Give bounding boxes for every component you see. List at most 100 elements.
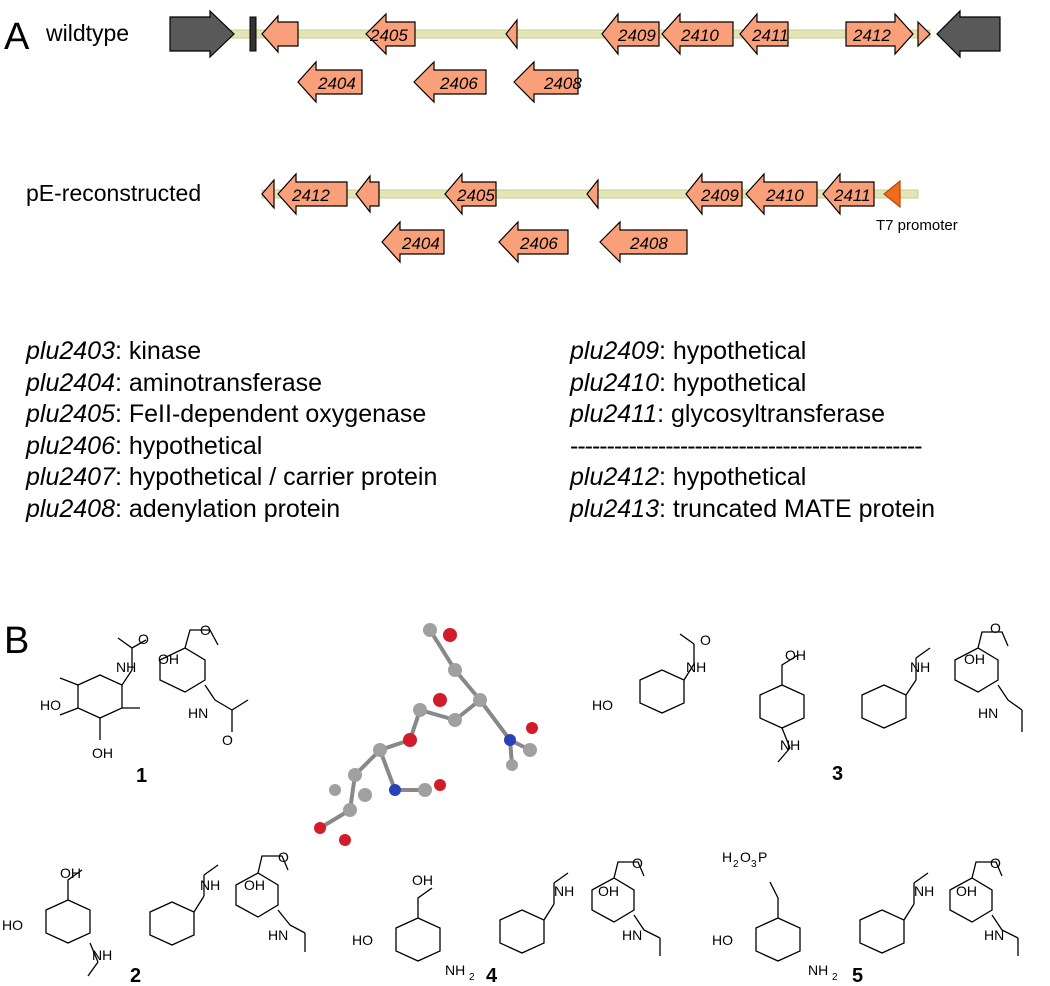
- panel-b-letter: B: [4, 620, 30, 662]
- annotation-item: plu2404: aminotransferase: [26, 368, 323, 397]
- chemical-structures: OH O NH HN HO OH O O NH O OH NH NH OH O …: [2, 620, 1023, 986]
- gene-label-2406: 2406: [439, 74, 478, 93]
- annotation-list-left: plu2403: kinase plu2404: aminotransferas…: [26, 336, 437, 525]
- gene-arrow-2410: [661, 12, 734, 56]
- svg-text:HO: HO: [712, 932, 733, 948]
- svg-text:NH: NH: [910, 659, 930, 675]
- gene-label-2408: 2408: [543, 74, 582, 93]
- svg-text:O: O: [278, 849, 289, 865]
- annotation-item: plu2410: hypothetical: [570, 368, 807, 397]
- svg-text:2: 2: [733, 859, 739, 870]
- svg-text:O: O: [700, 632, 711, 648]
- recon-label-2411: 2411: [833, 186, 871, 205]
- annotation-item: plu2409: hypothetical: [570, 337, 807, 365]
- annotation-list-right: plu2409: hypothetical plu2410: hypotheti…: [570, 336, 1032, 525]
- recon-label-2412: 2412: [291, 186, 330, 205]
- gene-cluster-map: 2405 2409 2410 2411 2412 2404 2406 2408 …: [169, 9, 1001, 264]
- flank-gene-left: [169, 9, 235, 59]
- svg-text:O: O: [200, 622, 211, 638]
- svg-text:OH: OH: [964, 651, 985, 667]
- svg-text:HO: HO: [2, 917, 23, 933]
- compound-number-5: 5: [852, 965, 863, 986]
- compound-number-2: 2: [130, 965, 141, 986]
- svg-text:NH: NH: [780, 737, 800, 753]
- svg-text:NH: NH: [116, 659, 136, 675]
- recon-gene-2413: [261, 178, 275, 210]
- gene-label-2412: 2412: [852, 26, 891, 45]
- divider-line: ----------------------------------------…: [570, 431, 923, 460]
- svg-text:HN: HN: [984, 927, 1004, 943]
- gene-label-2409: 2409: [617, 26, 656, 45]
- gene-label-2404: 2404: [317, 74, 356, 93]
- recon-label-2405: 2405: [456, 186, 495, 205]
- compound-number-1: 1: [136, 765, 147, 787]
- svg-text:HN: HN: [622, 927, 642, 943]
- gene-arrow-2404-top: [261, 14, 299, 54]
- t7-promoter-icon: [883, 179, 901, 209]
- svg-text:O: O: [990, 620, 1001, 636]
- svg-text:NH: NH: [445, 962, 465, 978]
- reconstructed-label: pE-reconstructed: [26, 180, 202, 206]
- svg-text:HO: HO: [592, 697, 613, 713]
- gene-arrow-2408: [513, 60, 579, 104]
- annotation-item: plu2403: kinase: [26, 337, 202, 365]
- svg-text:O: O: [740, 849, 751, 865]
- svg-text:OH: OH: [92, 745, 113, 761]
- compound-number-4: 4: [486, 965, 498, 986]
- svg-text:HN: HN: [188, 705, 208, 721]
- recon-gene-2406: [498, 220, 569, 264]
- compound-number-3: 3: [832, 763, 843, 785]
- svg-text:OH: OH: [244, 877, 265, 893]
- svg-text:O: O: [222, 732, 233, 748]
- svg-text:OH: OH: [158, 651, 179, 667]
- atom-balls: [314, 623, 538, 846]
- svg-text:3: 3: [751, 859, 757, 870]
- recon-gene-2409: [685, 172, 743, 216]
- svg-text:NH: NH: [554, 883, 574, 899]
- flank-gene-right: [936, 9, 1001, 59]
- annotation-item: plu2413: truncated MATE protein: [570, 494, 936, 523]
- recon-label-2406: 2406: [519, 234, 558, 253]
- gene-2403-small: [249, 16, 257, 52]
- svg-text:NH: NH: [914, 883, 934, 899]
- annotation-item: plu2407: hypothetical / carrier protein: [26, 463, 438, 491]
- gene-arrow-2405: [365, 12, 416, 56]
- svg-text:OH: OH: [598, 883, 619, 899]
- recon-label-2404: 2404: [401, 234, 440, 253]
- ball-and-stick-model: [318, 628, 531, 830]
- gene-arrow-2409: [601, 12, 660, 56]
- recon-label-2408: 2408: [629, 234, 668, 253]
- annotation-item: plu2412: hypothetical: [570, 463, 807, 491]
- svg-text:OH: OH: [412, 872, 433, 888]
- gene-arrow-2406: [413, 60, 487, 104]
- recon-gene-2412: [277, 172, 348, 216]
- svg-text:OH: OH: [785, 647, 806, 663]
- gene-arrow-2404: [297, 60, 363, 104]
- t7-promoter-label: T7 promoter: [876, 217, 958, 234]
- wildtype-label: wildtype: [46, 20, 130, 46]
- annotation-item: plu2408: adenylation protein: [26, 494, 341, 523]
- svg-text:NH: NH: [808, 962, 828, 978]
- recon-gene-2410: [745, 172, 818, 216]
- svg-text:O: O: [632, 855, 643, 871]
- gene-arrow-2413: [917, 20, 931, 48]
- svg-text:HO: HO: [352, 932, 373, 948]
- recon-gene-2404: [381, 220, 445, 264]
- panel-a-letter: A: [4, 16, 30, 58]
- recon-gene-2407: [586, 178, 599, 210]
- gene-label-2410: 2410: [680, 26, 719, 45]
- svg-text:O: O: [138, 631, 149, 647]
- recon-label-2409: 2409: [700, 186, 739, 205]
- svg-text:OH: OH: [956, 883, 977, 899]
- recon-gene-2404-top: [355, 174, 380, 214]
- gene-arrow-2407: [505, 18, 518, 50]
- svg-text:HN: HN: [268, 927, 288, 943]
- gene-arrow-2412: [845, 12, 914, 56]
- svg-text:H: H: [722, 849, 732, 865]
- svg-text:NH: NH: [200, 877, 220, 893]
- gene-label-2405: 2405: [369, 26, 408, 45]
- recon-gene-2405: [444, 172, 497, 216]
- gene-arrow-2411: [739, 12, 789, 56]
- svg-text:NH: NH: [686, 659, 706, 675]
- svg-text:NH: NH: [92, 947, 112, 963]
